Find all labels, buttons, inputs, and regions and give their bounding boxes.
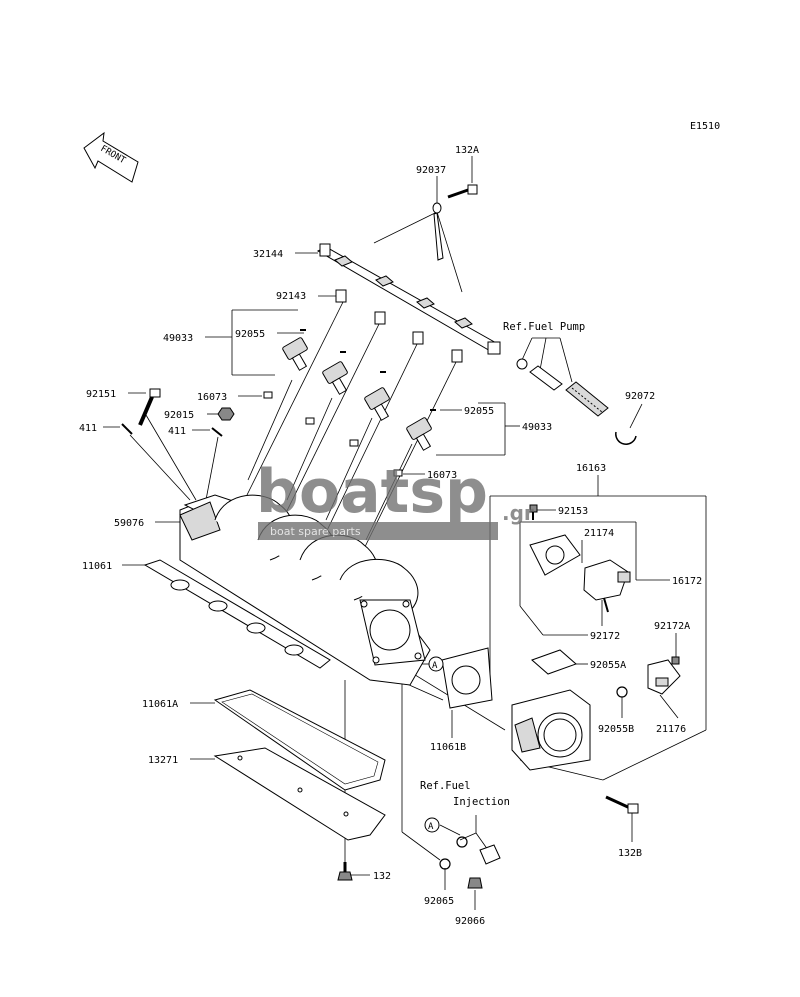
ref-fuel-pump-label: Ref.Fuel Pump: [503, 321, 585, 333]
bolt-132b-part: [605, 795, 639, 814]
label-13271: 13271: [148, 755, 178, 766]
clamp-92037-part: [432, 202, 444, 261]
label-92037: 92037: [416, 165, 446, 176]
label-92143: 92143: [276, 291, 306, 302]
svg-text:A: A: [428, 822, 434, 832]
pin-411-part: [121, 423, 223, 437]
label-92055a: 92055A: [590, 660, 626, 671]
callout-marker-a-upper: A: [428, 656, 444, 672]
label-92055-right: 92055: [464, 406, 494, 417]
label-92172: 92172: [590, 631, 620, 642]
label-49033-left: 49033: [163, 333, 193, 344]
label-132b: 132B: [618, 848, 642, 859]
label-59076: 59076: [114, 518, 144, 529]
nut-92015-part: [217, 407, 235, 421]
label-411-left: 411: [79, 423, 97, 434]
label-92055-left: 92055: [235, 329, 265, 340]
label-49033-right: 49033: [522, 422, 552, 433]
ring-16073-part: [263, 391, 403, 477]
ref-fuel-label: Ref.Fuel: [420, 780, 471, 792]
label-92015: 92015: [164, 410, 194, 421]
label-132a: 132A: [455, 145, 479, 156]
label-92055b: 92055B: [598, 724, 634, 735]
manifold-flange-part: [359, 599, 426, 666]
throttle-body-16163-part: [511, 689, 591, 771]
svg-text:A: A: [432, 661, 438, 671]
diagram-code: E1510: [690, 121, 720, 132]
label-16073-top: 16073: [197, 392, 227, 403]
front-arrow-icon: FRONT: [83, 131, 139, 183]
label-92072: 92072: [625, 391, 655, 402]
o-ring-92055-part: [300, 329, 436, 411]
label-92153: 92153: [558, 506, 588, 517]
bolt-132-part: [337, 862, 353, 881]
fuel-injection-sensor-part: [456, 836, 501, 865]
label-11061a: 11061A: [142, 699, 178, 710]
screw-92153-part: [529, 504, 538, 520]
label-16163: 16163: [576, 463, 606, 474]
label-11061: 11061: [82, 561, 112, 572]
o-ring-92055b-part: [616, 686, 628, 698]
gasket-11061b-part: [441, 647, 493, 709]
plate-13271-part: [213, 747, 386, 841]
watermark-suffix: .gr: [502, 501, 534, 525]
washer-92065-part: [439, 858, 451, 870]
label-92172a: 92172A: [654, 621, 690, 632]
injector-49033-part: [282, 337, 432, 451]
bolt-92066-part: [467, 877, 483, 889]
gasket-11061a-part: [213, 689, 386, 791]
label-92151: 92151: [86, 389, 116, 400]
label-16172: 16172: [672, 576, 702, 587]
label-21174: 21174: [584, 528, 614, 539]
label-32144: 32144: [253, 249, 283, 260]
watermark: boatsp .gr boat spare parts: [256, 457, 534, 540]
clip-92072-part: [615, 431, 637, 445]
bolt-92151-part: [138, 388, 161, 426]
fuel-rail-32144-part: [316, 243, 501, 355]
label-92066: 92066: [455, 916, 485, 927]
bolt-132a-part: [447, 184, 478, 199]
watermark-brand: boatsp: [256, 457, 488, 527]
screw-92172a-part: [671, 656, 680, 665]
watermark-tagline: boat spare parts: [270, 525, 361, 538]
label-21176: 21176: [656, 724, 686, 735]
label-411-right: 411: [168, 426, 186, 437]
gasket-11061-part: [143, 559, 331, 669]
valve-16172-part: [583, 559, 631, 613]
gasket-92055a-part: [531, 649, 577, 675]
cap-92143-part: [335, 289, 463, 363]
fuel-pump-hose-part: [516, 358, 609, 417]
ref-injection-label: Injection: [453, 796, 510, 808]
label-132: 132: [373, 871, 391, 882]
sensor-21174-part: [529, 534, 581, 576]
callout-marker-a-lower: A: [424, 817, 440, 833]
part-labels: 132A 92037 32144 92143 92055 49033 92151…: [79, 145, 702, 927]
label-16073-mid: 16073: [427, 470, 457, 481]
label-11061b: 11061B: [430, 742, 466, 753]
label-92065: 92065: [424, 896, 454, 907]
sensor-21176-part: [647, 659, 681, 695]
